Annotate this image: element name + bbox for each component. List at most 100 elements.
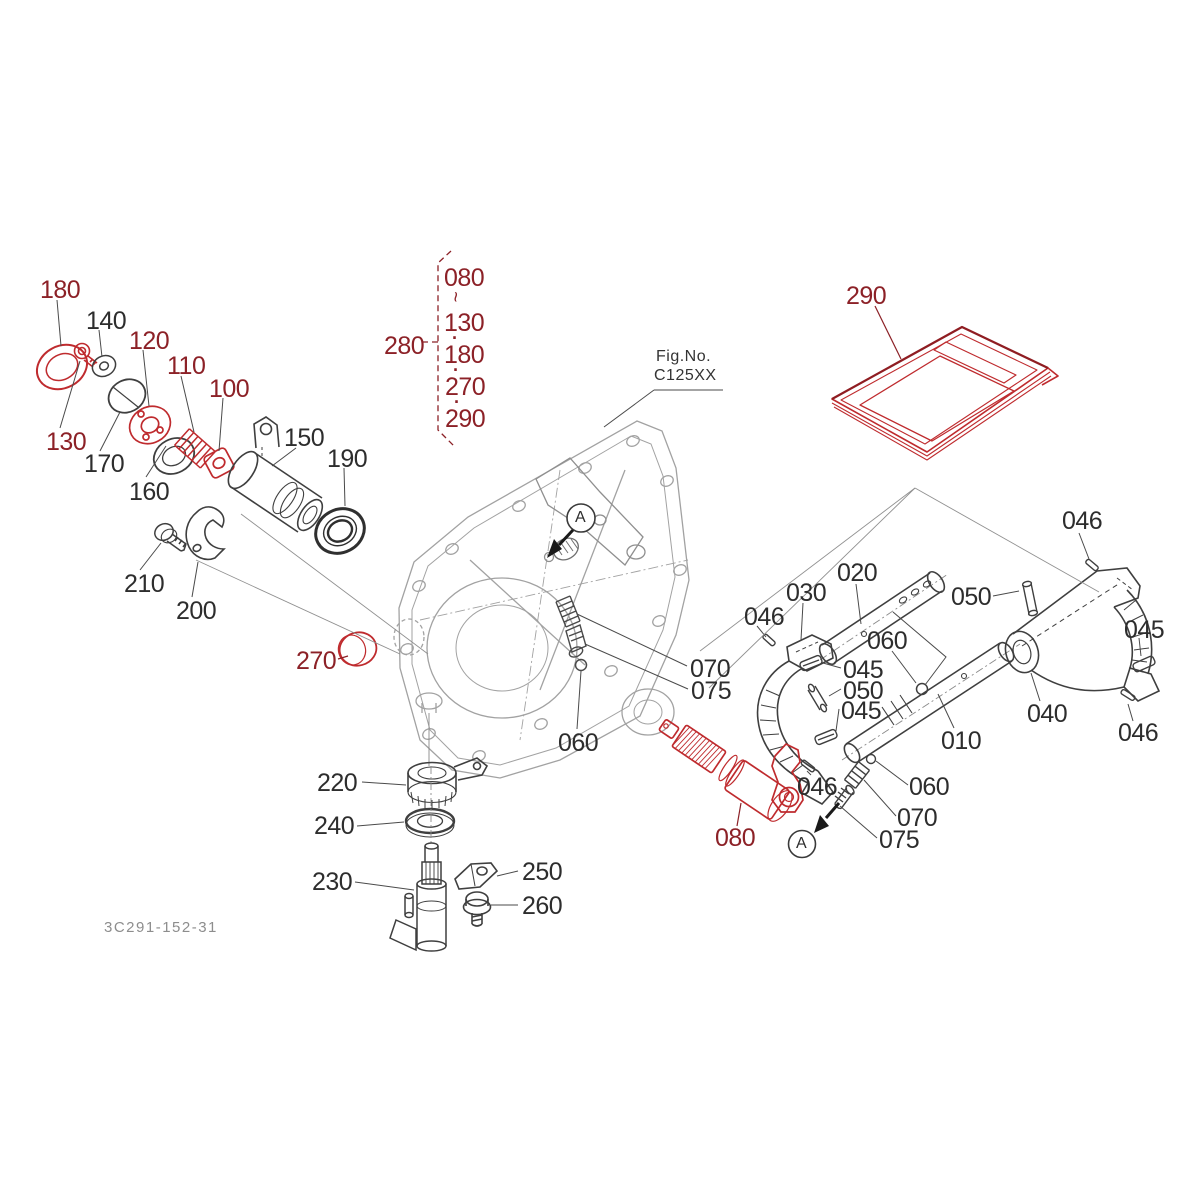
detent-ball-060: [915, 682, 929, 696]
part-label-050-1: 050: [951, 583, 992, 611]
pin-046-near-lever: [800, 759, 816, 773]
leader-lines-red: [337, 250, 902, 827]
seal-ring-180: [36, 343, 88, 391]
part-label-050-2: 050: [843, 677, 884, 705]
part-label-030: 030: [786, 579, 827, 607]
part-label-220: 220: [317, 769, 358, 797]
clip-045-upper: [799, 654, 823, 672]
bracket-item-270: 270: [445, 373, 486, 401]
leader-lines-long: [195, 487, 1100, 689]
transmission-housing: [393, 420, 690, 779]
ring-160: [152, 437, 196, 475]
detent-ball-060-detail: [865, 753, 877, 765]
part-label-160: 160: [129, 478, 170, 506]
part-label-046-3: 046: [1062, 507, 1103, 535]
shift-fork-040: [1004, 567, 1161, 702]
part-label-075-main: 075: [691, 677, 732, 705]
part-label-200: 200: [176, 597, 217, 625]
detail-marker-a-detent: [787, 802, 841, 859]
part-label-260: 260: [522, 892, 563, 920]
arrow-icon: [814, 815, 829, 833]
plate-120: [128, 405, 172, 445]
shift-shaft-080: [658, 719, 804, 822]
spring-110: [174, 428, 216, 469]
bearing-240: [404, 807, 456, 838]
square-washer-100: [203, 447, 235, 479]
part-label-210: 210: [124, 570, 165, 598]
detent-pin-050-mid: [807, 683, 828, 713]
part-label-150: 150: [284, 424, 325, 452]
snap-ring-170: [107, 378, 147, 414]
part-label-046-2: 046: [797, 773, 838, 801]
shift-rod-010: [841, 641, 1021, 764]
part-label-046-1: 046: [744, 603, 785, 631]
part-label-110: 110: [167, 352, 206, 380]
plate-250: [454, 862, 499, 890]
bracket-item-180: 180: [444, 341, 485, 369]
part-label-280: 280: [384, 332, 425, 360]
leader-lines: [56, 299, 1142, 906]
fig-no-label: Fig.No.: [656, 348, 712, 365]
shift-fork-030: [756, 634, 835, 806]
part-label-060-2: 060: [909, 773, 950, 801]
part-label-240: 240: [314, 812, 355, 840]
pin-046-top-right: [1085, 558, 1099, 572]
part-label-070-main: 070: [690, 655, 731, 683]
shift-rod-020: [818, 570, 949, 666]
bracket-item-dot: ·: [453, 360, 459, 380]
part-label-080: 080: [715, 824, 756, 852]
part-label-045-3: 045: [1124, 616, 1165, 644]
part-label-120: 120: [129, 327, 170, 355]
part-label-075-detail: 075: [879, 826, 920, 854]
view-marker-a-2: A: [796, 835, 807, 852]
part-label-060-main: 060: [558, 729, 599, 757]
fork-200: [185, 506, 226, 561]
part-label-170: 170: [84, 450, 125, 478]
part-label-070-detail: 070: [897, 804, 938, 832]
bracket-item-290: 290: [445, 405, 486, 433]
part-label-010: 010: [941, 727, 982, 755]
detail-marker-a-housing: [547, 503, 596, 558]
clip-045-lower: [814, 728, 838, 746]
part-label-040: 040: [1027, 700, 1068, 728]
part-label-250: 250: [522, 858, 563, 886]
clip-045-right: [1132, 655, 1156, 673]
gasket-290: [831, 325, 1059, 461]
arrow-icon: [547, 539, 562, 558]
bolt-260: [462, 891, 492, 927]
detent-spring-070-detail: [843, 761, 871, 789]
part-label-130: 130: [46, 428, 87, 456]
seal-190: [314, 507, 366, 555]
washer-140: [91, 354, 117, 378]
bracket-item-130: 130: [444, 309, 485, 337]
pin-046-bottom-right: [1120, 688, 1136, 702]
bracket-item-dot: ·: [452, 328, 458, 348]
fig-no-value: C125XX: [654, 367, 717, 384]
part-label-270: 270: [296, 647, 337, 675]
bracket-item-080: 080: [444, 264, 485, 292]
view-marker-a-1: A: [575, 509, 586, 526]
part-label-046-4: 046: [1118, 719, 1159, 747]
shaft-230: [389, 766, 447, 952]
bolt-130: [73, 342, 98, 368]
part-label-045-1: 045: [843, 656, 884, 684]
part-label-100: 100: [209, 375, 250, 403]
collar-220: [407, 757, 489, 809]
part-label-230: 230: [312, 868, 353, 896]
part-label-180: 180: [40, 276, 81, 304]
drawing-number: 3C291-152-31: [104, 919, 218, 936]
part-label-290: 290: [846, 282, 887, 310]
part-label-060-1: 060: [867, 627, 908, 655]
detent-spring-and-plug-installed: [555, 595, 588, 672]
part-label-140: 140: [86, 307, 127, 335]
part-label-190: 190: [327, 445, 368, 473]
bracket-item-tilde: ~: [443, 291, 465, 302]
detent-pin-050-right: [1021, 580, 1039, 617]
screw-210: [154, 522, 187, 552]
bracket-item-dot: ·: [454, 392, 460, 412]
part-label-045-2: 045: [841, 697, 882, 725]
detent-ball-main: [574, 658, 588, 672]
cylinder-150: [227, 416, 324, 533]
